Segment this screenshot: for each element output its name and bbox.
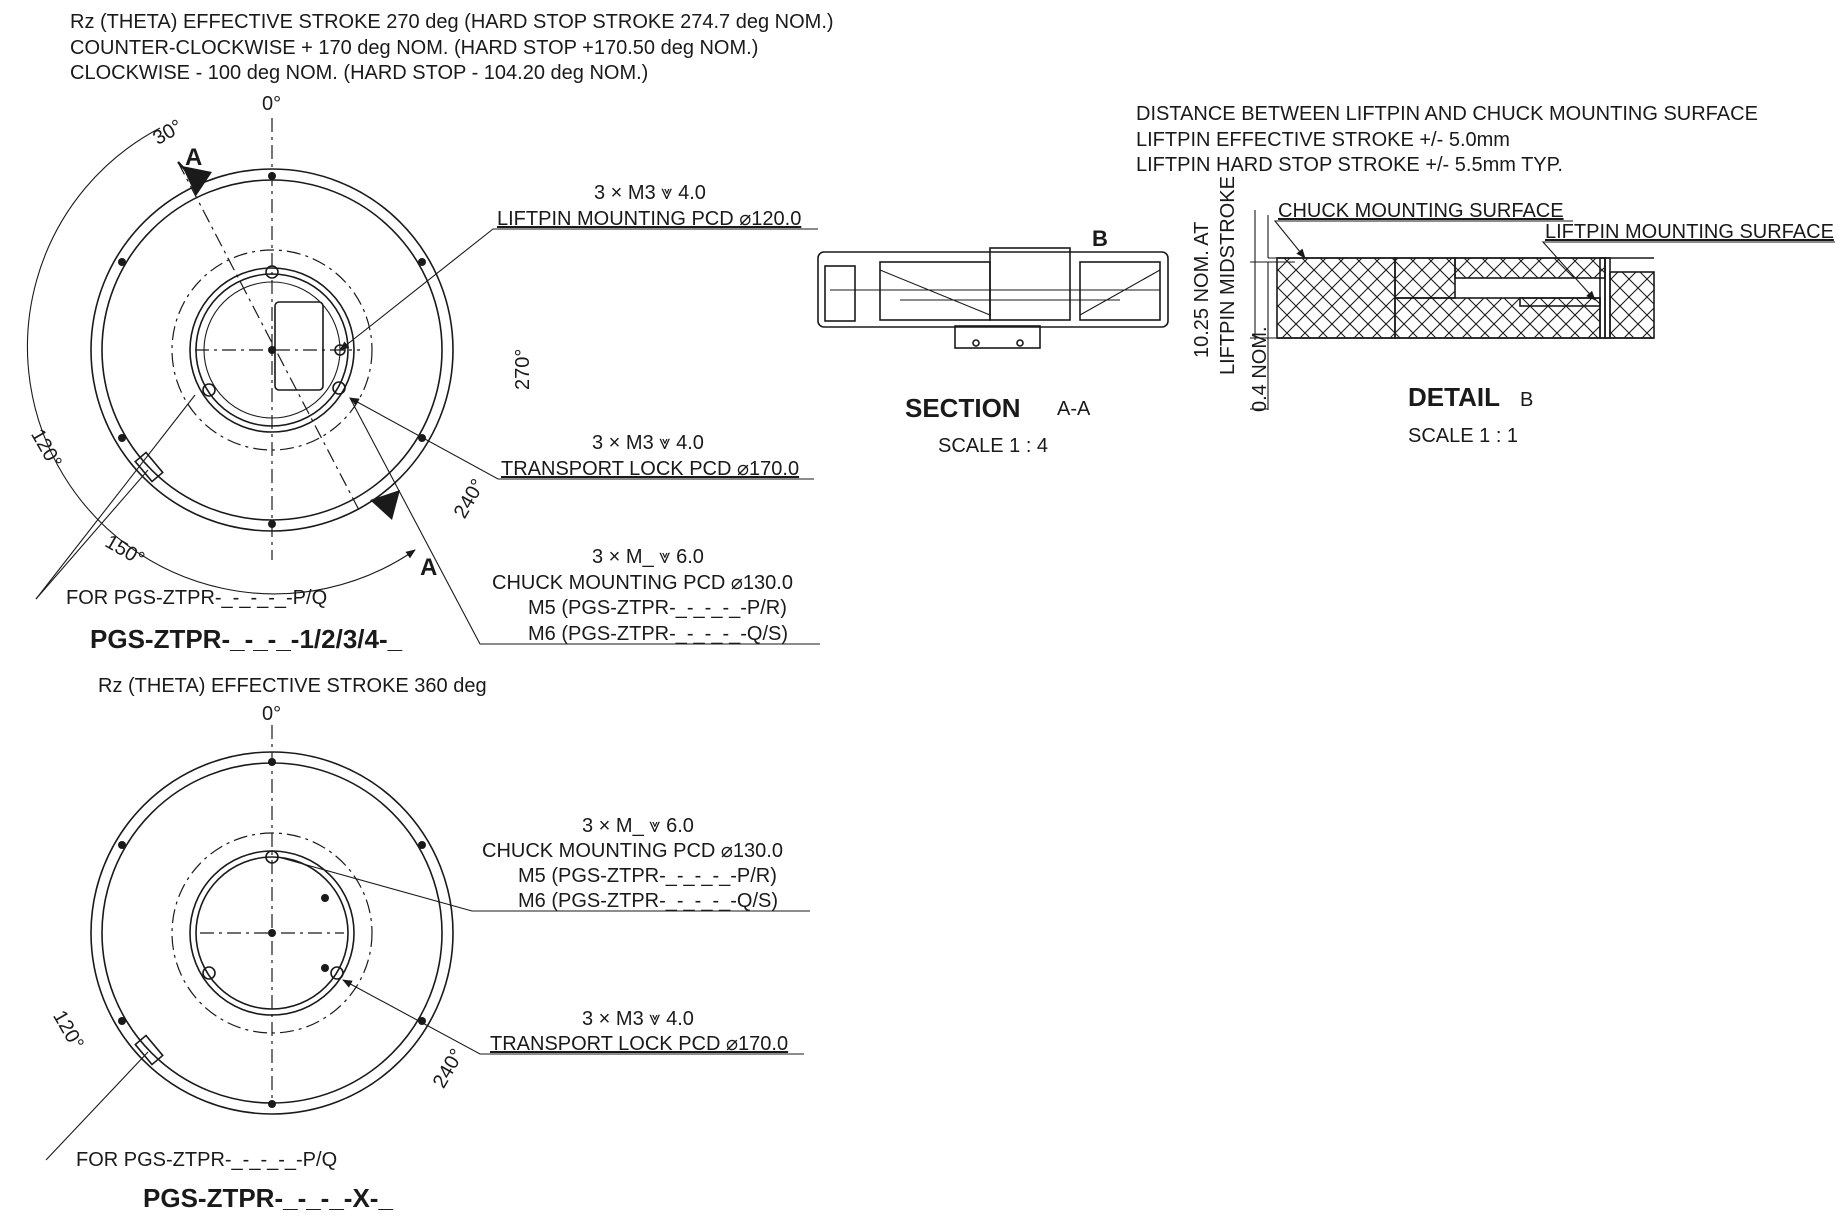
bottom-chuck-thread-label: 3 × M_ ⩔ 6.0 [582,815,694,837]
angle-240: 240° [450,475,490,522]
top-note-line1: Rz (THETA) EFFECTIVE STROKE 270 deg (HAR… [70,11,834,33]
section-body [817,251,1169,328]
bottom-transport-thread-label: 3 × M3 ⩔ 4.0 [582,1008,694,1030]
model-label-top: PGS-ZTPR-_-_-_-1/2/3/4-_ [90,624,403,654]
detail-scale: SCALE 1 : 1 [1408,425,1518,447]
detail-note-line2: LIFTPIN EFFECTIVE STROKE +/- 5.0mm [1136,129,1510,151]
bottom-chuck-m5-label: M5 (PGS-ZTPR-_-_-_-_-P/R) [518,865,777,887]
bottom-angle-240: 240° [429,1045,469,1092]
detail-id: B [1520,389,1533,411]
detail-title: DETAIL [1408,382,1500,412]
angle-0: 0° [262,93,281,115]
liftpin-surface-label: LIFTPIN MOUNTING SURFACE [1545,221,1834,243]
chuck-thread-label: 3 × M_ ⩔ 6.0 [592,546,704,568]
detail-note-line1: DISTANCE BETWEEN LIFTPIN AND CHUCK MOUNT… [1136,103,1758,125]
chuck-m5-label: M5 (PGS-ZTPR-_-_-_-_-P/R) [528,597,787,619]
detail-hatch-left [1276,257,1396,339]
section-title: SECTION [905,393,1021,423]
bottom-angle-0: 0° [262,703,281,725]
chuck-m6-label: M6 (PGS-ZTPR-_-_-_-_-Q/S) [528,623,788,645]
model-label-bottom: PGS-ZTPR-_-_-_-X-_ [143,1183,393,1213]
section-arrow-a-bottom [370,490,400,520]
bottom-chuck-pcd-label: CHUCK MOUNTING PCD ⌀130.0 [482,840,783,862]
bottom-transport-pcd-label: TRANSPORT LOCK PCD ⌀170.0 [490,1033,788,1055]
section-id: A-A [1057,398,1091,420]
top-view: Rz (THETA) EFFECTIVE STROKE 270 deg (HAR… [26,11,833,654]
detail-dim2: 0.4 NOM. [1249,326,1271,412]
for-note-top: FOR PGS-ZTPR-_-_-_-_-P/Q [66,587,327,609]
bottom-note-line1: Rz (THETA) EFFECTIVE STROKE 360 deg [98,675,487,697]
detail-marker-b: B [1092,226,1108,251]
chuck-pcd-label: CHUCK MOUNTING PCD ⌀130.0 [492,572,793,594]
liftpin-thread-label: 3 × M3 ⩔ 4.0 [594,182,706,204]
detail-dim1b: LIFTPIN MIDSTROKE [1217,176,1239,375]
angle-120: 120° [26,425,66,472]
detail-dim1a: 10.25 NOM. AT [1191,222,1213,358]
section-label-a-top: A [185,144,202,171]
section-scale: SCALE 1 : 4 [938,435,1048,457]
section-a-a: B SECTION A-A SCALE 1 : 4 [817,226,1169,457]
bottom-angle-120: 120° [48,1007,88,1054]
section-arrow-a-top [182,166,212,196]
liftpin-pcd-label: LIFTPIN MOUNTING PCD ⌀120.0 [497,208,801,230]
top-note-line3: CLOCKWISE - 100 deg NOM. (HARD STOP - 10… [70,62,648,84]
inner-chuck-circle [189,267,355,433]
transport-thread-label: 3 × M3 ⩔ 4.0 [592,432,704,454]
section-label-a-bottom: A [420,554,437,581]
bottom-view: Rz (THETA) EFFECTIVE STROKE 360 deg 0° 1… [45,675,810,1213]
angle-270: 270° [512,349,534,390]
detail-b: DISTANCE BETWEEN LIFTPIN AND CHUCK MOUNT… [1136,103,1835,447]
angle-150: 150° [101,531,148,571]
for-note-bottom: FOR PGS-ZTPR-_-_-_-_-P/Q [76,1149,337,1171]
top-note-line2: COUNTER-CLOCKWISE + 170 deg NOM. (HARD S… [70,37,758,59]
transport-pcd-label: TRANSPORT LOCK PCD ⌀170.0 [501,458,799,480]
chuck-surface-label: CHUCK MOUNTING SURFACE [1278,200,1564,222]
angle-30: 30° [149,116,186,150]
bottom-chuck-m6-label: M6 (PGS-ZTPR-_-_-_-_-Q/S) [518,890,778,912]
detail-note-line3: LIFTPIN HARD STOP STROKE +/- 5.5mm TYP. [1136,154,1563,176]
